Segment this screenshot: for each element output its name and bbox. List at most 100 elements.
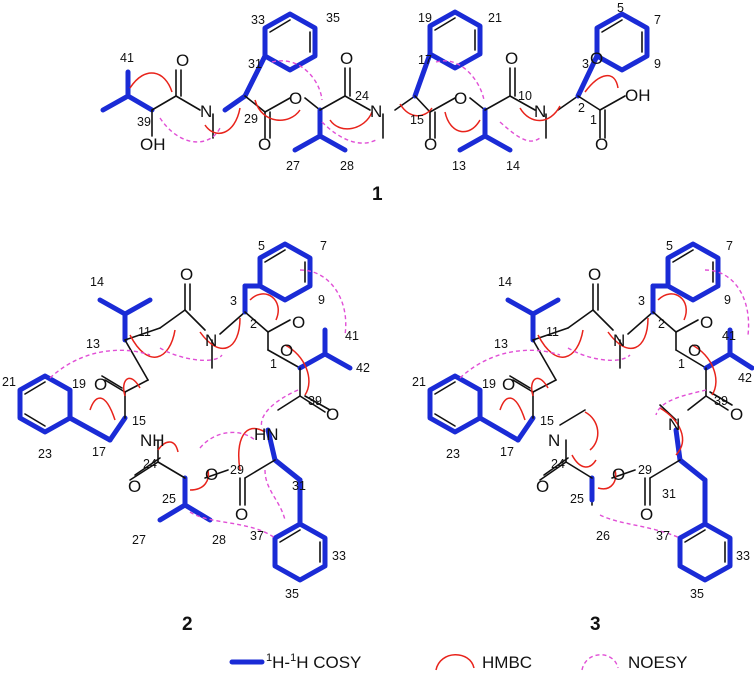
atom-label: O [454, 89, 467, 108]
carbon-number: 5 [617, 1, 624, 15]
carbon-number: 29 [638, 463, 652, 477]
carbon-number: 28 [340, 159, 354, 173]
carbon-number: 7 [726, 239, 733, 253]
carbon-number: 3 [230, 294, 237, 308]
carbon-number: 41 [345, 329, 359, 343]
atom-label: O [292, 313, 305, 332]
atom-label: N [205, 331, 217, 350]
carbon-number: 26 [596, 529, 610, 543]
benzene-ring-c19 [17, 373, 73, 435]
atom-label: O [128, 477, 141, 496]
atom-label: O [235, 505, 248, 524]
carbon-number: 39 [714, 394, 728, 408]
carbon-number: 13 [452, 159, 466, 173]
atom-label: O [730, 405, 743, 424]
carbon-number: 27 [132, 533, 146, 547]
carbon-number: 29 [244, 112, 258, 126]
carbon-number: 7 [320, 239, 327, 253]
compound-label: 3 [590, 614, 601, 635]
carbon-number: 33 [251, 13, 265, 27]
atom-label: O [612, 465, 625, 484]
compound-3-structure: O N O O O N O O O N O 14 13 11 5 7 3 2 9… [412, 239, 754, 635]
legend: 1H-1H COSY HMBC NOESY [229, 652, 688, 672]
atom-label: O [700, 313, 713, 332]
carbon-number: 15 [410, 113, 424, 127]
atom-label: OH [625, 86, 651, 105]
carbon-number: 33 [332, 549, 346, 563]
benzene-ring-c33 [272, 521, 328, 583]
carbon-number: 24 [551, 457, 565, 471]
atom-label: O [536, 477, 549, 496]
atom-label: O [280, 341, 293, 360]
carbon-number: 11 [138, 325, 151, 339]
compound-label: 1 [372, 184, 383, 205]
carbon-number: 25 [570, 492, 584, 506]
carbon-number: 23 [38, 447, 52, 461]
atom-label: N [668, 415, 680, 434]
atom-label: O [588, 265, 601, 284]
carbon-number: 37 [250, 529, 264, 543]
hmbc-legend-label: HMBC [482, 653, 532, 672]
benzene-ring-c19 [427, 373, 483, 435]
carbon-number: 1 [270, 357, 277, 371]
carbon-number: 14 [498, 275, 512, 289]
carbon-number: 41 [722, 329, 736, 343]
carbon-number: 15 [540, 414, 554, 428]
carbon-number: 21 [2, 375, 16, 389]
carbon-number: 5 [258, 239, 265, 253]
atom-label: N [534, 102, 546, 121]
carbon-number: 29 [230, 463, 244, 477]
carbon-number: 25 [162, 492, 176, 506]
atom-label: N [548, 431, 560, 450]
carbon-number: 19 [418, 11, 432, 25]
atom-label: HN [254, 425, 279, 444]
carbon-number: 19 [72, 377, 86, 391]
atom-label: O [502, 375, 515, 394]
carbon-number: 35 [285, 587, 299, 601]
carbon-number: 28 [212, 533, 226, 547]
carbon-number: 17 [92, 445, 106, 459]
compound-2-structure: O N O O O NH O O O HN O 14 13 11 5 7 3 2… [2, 239, 370, 635]
carbon-number: 2 [578, 101, 585, 115]
benzene-ring-c5 [665, 241, 721, 303]
carbon-number: 17 [500, 445, 514, 459]
atom-label: O [688, 341, 701, 360]
carbon-number: 9 [654, 57, 661, 71]
carbon-number: 41 [120, 51, 134, 65]
atom-label: N [613, 331, 625, 350]
carbon-number: 37 [656, 529, 670, 543]
benzene-ring-c5 [594, 11, 650, 73]
carbon-number: 2 [658, 317, 665, 331]
atom-label: NH [140, 431, 165, 450]
hmbc-legend-swatch [435, 654, 475, 671]
atom-label: O [289, 89, 302, 108]
carbon-number: 39 [308, 394, 322, 408]
carbon-number: 14 [506, 159, 520, 173]
carbon-number: 21 [412, 375, 426, 389]
benzene-ring-c19 [427, 9, 483, 71]
carbon-number: 5 [666, 239, 673, 253]
carbon-number: 24 [143, 457, 157, 471]
cosy-legend-label: 1H-1H COSY [266, 652, 361, 672]
noesy-legend-label: NOESY [628, 653, 688, 672]
carbon-number: 13 [86, 337, 100, 351]
carbon-number: 31 [662, 487, 676, 501]
carbon-number: 14 [90, 275, 104, 289]
carbon-number: 42 [356, 361, 370, 375]
atom-label: O [595, 135, 608, 154]
atom-label: O [176, 51, 189, 70]
carbon-number: 35 [326, 11, 340, 25]
carbon-number: 3 [582, 57, 589, 71]
carbon-number: 27 [286, 159, 300, 173]
atom-label: O [326, 405, 339, 424]
carbon-number: 11 [546, 325, 559, 339]
carbon-number: 13 [494, 337, 508, 351]
carbon-number: 10 [518, 89, 532, 103]
carbon-number: 39 [137, 115, 151, 129]
carbon-number: 21 [488, 11, 502, 25]
carbon-number: 1 [678, 357, 685, 371]
noesy-legend-swatch [581, 654, 619, 671]
atom-label: OH [140, 135, 166, 154]
carbon-number: 31 [292, 479, 306, 493]
carbon-number: 1 [590, 113, 597, 127]
